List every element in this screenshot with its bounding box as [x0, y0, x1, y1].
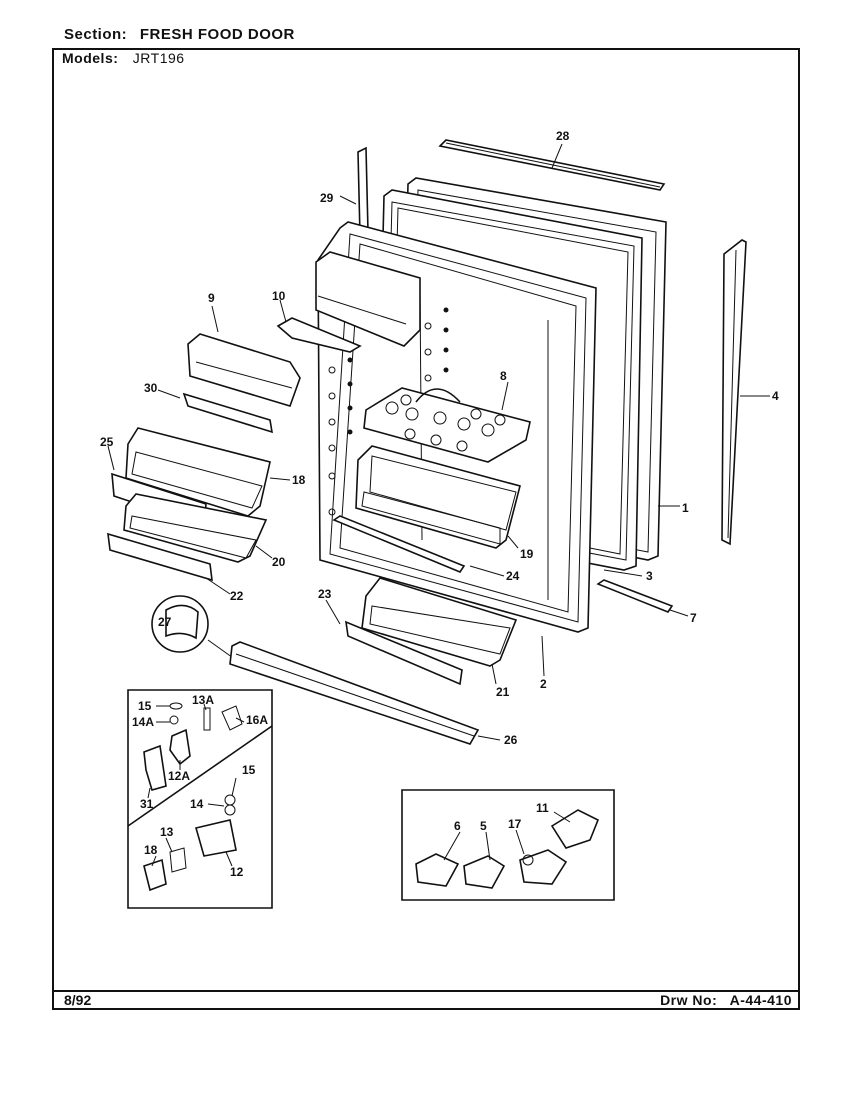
callout-23: 23 — [318, 587, 332, 601]
models-label: Models: — [62, 50, 119, 66]
callout-10: 10 — [272, 289, 286, 303]
section-title: Section: FRESH FOOD DOOR — [64, 26, 295, 43]
drawing-frame — [52, 48, 800, 1010]
part-29-left-strip — [357, 146, 369, 238]
drawing-label: Drw No: — [660, 992, 718, 1008]
callout-18: 18 — [292, 473, 306, 487]
callout-24: 24 — [506, 569, 520, 583]
callout-3: 3 — [646, 569, 653, 583]
part-19-door-shelf — [355, 445, 521, 549]
part-9-dairy-compartment — [187, 333, 301, 407]
callout-16a: 16A — [246, 713, 268, 727]
callout-11: 11 — [536, 801, 549, 815]
part-4-right-strip — [721, 239, 747, 546]
callout-25: 25 — [100, 435, 114, 449]
callout-30: 30 — [144, 381, 158, 395]
part-26-bottom-trim — [229, 641, 480, 745]
callout-15b: 15 — [242, 763, 256, 777]
callout-13: 13 — [160, 825, 174, 839]
part-28-top-strip — [438, 139, 666, 191]
part-22-bin-front — [107, 532, 213, 582]
callout-22: 22 — [230, 589, 244, 603]
part-8-egg-tray — [363, 387, 531, 463]
callout-21: 21 — [496, 685, 510, 699]
callout-20: 20 — [272, 555, 286, 569]
drawing-value: A-44-410 — [729, 992, 792, 1008]
part-7-bottom-strip — [596, 579, 674, 613]
models-value: JRT196 — [132, 50, 185, 66]
section-label: Section: — [64, 26, 128, 43]
callout-17: 17 — [508, 817, 522, 831]
part-20-lower-bin — [123, 493, 268, 563]
callout-7: 7 — [690, 611, 697, 625]
callout-19: 19 — [520, 547, 534, 561]
callout-13a: 13A — [192, 693, 214, 707]
callout-29: 29 — [320, 191, 334, 205]
callout-18b: 18 — [144, 843, 158, 857]
callout-2: 2 — [540, 677, 547, 691]
callout-26: 26 — [504, 733, 518, 747]
part-23-bin-front — [345, 620, 463, 686]
callout-8: 8 — [500, 369, 507, 383]
callout-4: 4 — [772, 389, 779, 403]
callout-6: 6 — [454, 819, 461, 833]
callout-15a: 15 — [138, 699, 152, 713]
hinge-parts-detail-box — [401, 789, 615, 901]
models-title: Models: JRT196 — [62, 50, 185, 66]
callout-12a: 12A — [168, 769, 190, 783]
footer-drawing-number: Drw No: A-44-410 — [660, 992, 792, 1008]
part-30-trim — [182, 392, 274, 434]
part-24-bar — [332, 515, 466, 573]
footer-date: 8/92 — [64, 992, 92, 1008]
callout-12: 12 — [230, 865, 244, 879]
callout-5: 5 — [480, 819, 487, 833]
hinge-hardware-detail-box — [127, 689, 273, 909]
footer-divider — [52, 990, 800, 992]
callout-27: 27 — [158, 615, 172, 629]
callout-labels: 28 29 10 9 30 25 18 20 22 8 19 24 23 27 … — [100, 129, 779, 879]
section-value: FRESH FOOD DOOR — [139, 26, 295, 43]
leader-lines — [107, 143, 770, 867]
part-10-dairy-door — [276, 317, 362, 353]
callout-14: 14 — [190, 797, 204, 811]
part-27-detail-circle — [151, 595, 237, 661]
callout-14a: 14A — [132, 715, 154, 729]
callout-31: 31 — [140, 797, 154, 811]
callout-9: 9 — [208, 291, 215, 305]
callout-1: 1 — [682, 501, 689, 515]
callout-28: 28 — [556, 129, 570, 143]
